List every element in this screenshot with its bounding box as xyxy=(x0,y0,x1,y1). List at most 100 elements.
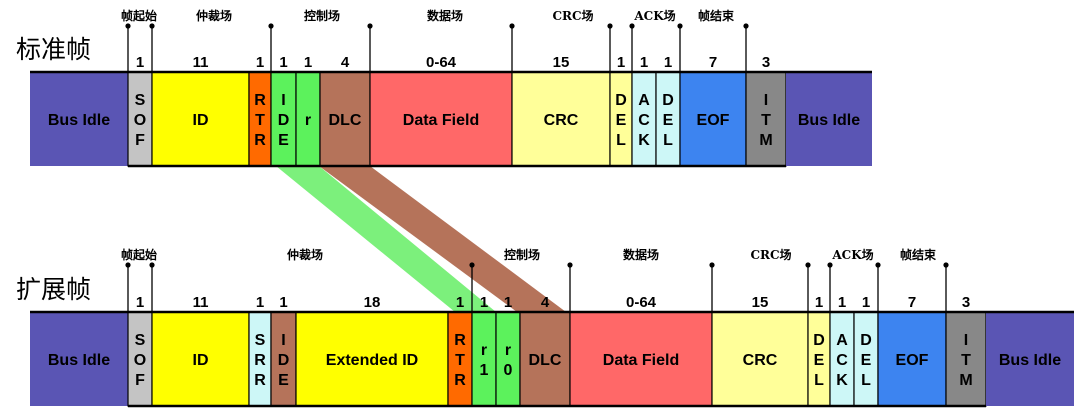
field-label-char: r xyxy=(505,342,511,359)
field-dlc: DLC xyxy=(319,71,371,167)
field-label-char: 0 xyxy=(504,362,513,379)
field-label-char: O xyxy=(134,112,146,129)
field-itm: ITM xyxy=(745,71,787,167)
extended-frame-title: 扩展帧 xyxy=(16,275,91,304)
field-label: CRC xyxy=(544,112,579,129)
field-label-char: D xyxy=(813,332,825,349)
segment-label-3: 控制场 xyxy=(504,247,540,262)
field-label-char: C xyxy=(836,352,848,369)
segment-label-1: 帧起始 xyxy=(121,8,157,23)
field-bit-count: 1 xyxy=(617,54,625,71)
segment-label-7: 帧结束 xyxy=(698,8,735,23)
field-label: EOF xyxy=(697,112,730,129)
field-label-char: E xyxy=(278,132,289,149)
field-label: DLC xyxy=(329,112,362,129)
segment-label-4: 数据场 xyxy=(623,247,659,262)
segment-stem-dot xyxy=(149,23,155,29)
segment-stem-dot xyxy=(805,262,811,268)
field-data-field: Data Field xyxy=(369,71,513,167)
field-label-char: L xyxy=(814,372,824,389)
field-label: CRC xyxy=(743,352,778,369)
field-bus-idle: Bus Idle xyxy=(30,312,128,406)
field-label-char: D xyxy=(615,92,627,109)
field-label-char: A xyxy=(638,92,650,109)
field-r: r xyxy=(295,71,321,167)
field-bit-count: 1 xyxy=(279,54,287,71)
field-label-char: F xyxy=(135,372,145,389)
field-label-char: R xyxy=(254,372,266,389)
segment-stem-dot xyxy=(567,262,573,268)
segment-stem-dot xyxy=(125,23,131,29)
segment-label-5: CRC场 xyxy=(552,9,593,23)
field-label: Data Field xyxy=(403,112,479,129)
field-r0: r0 xyxy=(495,311,521,407)
field-dlc: DLC xyxy=(519,311,571,407)
field-label-char: L xyxy=(861,372,871,389)
field-bit-count: 1 xyxy=(456,294,464,311)
segment-label-5: CRC场 xyxy=(750,248,791,262)
segment-label-2: 仲裁场 xyxy=(196,8,232,23)
field-label-char: 1 xyxy=(480,362,489,379)
field-crc: CRC xyxy=(511,71,611,167)
field-label-char: C xyxy=(638,112,650,129)
field-bit-count: 1 xyxy=(279,294,287,311)
standard-frame-title: 标准帧 xyxy=(16,35,91,64)
field-box xyxy=(679,71,747,167)
field-box xyxy=(30,312,128,406)
field-bit-count: 1 xyxy=(815,294,823,311)
segment-stem-dot xyxy=(875,262,881,268)
field-id: ID xyxy=(151,71,250,167)
segment-stem-dot xyxy=(469,262,475,268)
field-rtr: RTR xyxy=(447,311,473,407)
field-box xyxy=(30,72,128,166)
segment-stem-dot xyxy=(677,23,683,29)
field-label-char: R xyxy=(454,332,466,349)
field-bit-count: 1 xyxy=(304,54,312,71)
dlc-mapping-band xyxy=(319,166,566,312)
field-label: Bus Idle xyxy=(48,112,110,129)
field-ack: ACK xyxy=(829,311,855,407)
field-label-char: E xyxy=(278,372,289,389)
field-eof: EOF xyxy=(679,71,747,167)
field-bit-count: 1 xyxy=(136,294,144,311)
field-sof: SOF xyxy=(127,311,153,407)
field-del: DEL xyxy=(655,71,681,167)
field-box xyxy=(786,72,872,166)
field-label-char: E xyxy=(616,112,627,129)
field-bit-count: 15 xyxy=(553,54,570,71)
field-label-char: F xyxy=(135,132,145,149)
field-bit-count: 4 xyxy=(541,294,550,311)
field-bit-count: 1 xyxy=(640,54,648,71)
field-eof: EOF xyxy=(877,311,947,407)
field-label-char: K xyxy=(836,372,848,389)
field-label-char: L xyxy=(616,132,626,149)
field-label-char: T xyxy=(961,352,971,369)
field-label-char: D xyxy=(860,332,872,349)
field-box xyxy=(471,311,497,407)
field-label: ID xyxy=(193,352,209,369)
field-label-char: S xyxy=(255,332,266,349)
field-itm: ITM xyxy=(945,311,987,407)
field-box xyxy=(519,311,571,407)
segment-stem-dot xyxy=(367,23,373,29)
segment-label-3: 控制场 xyxy=(304,8,340,23)
field-label-char: M xyxy=(759,132,772,149)
field-label-char: L xyxy=(663,132,673,149)
field-box xyxy=(295,311,449,407)
field-label-char: E xyxy=(861,352,872,369)
field-bit-count: 3 xyxy=(962,294,970,311)
field-label: Extended ID xyxy=(326,352,418,369)
field-bit-count: 1 xyxy=(256,54,264,71)
field-box xyxy=(986,312,1074,406)
segment-stem-dot xyxy=(607,23,613,29)
segment-stem-dot xyxy=(943,262,949,268)
field-label: DLC xyxy=(529,352,562,369)
field-bit-count: 1 xyxy=(504,294,512,311)
field-box xyxy=(945,311,987,407)
field-label: EOF xyxy=(896,352,929,369)
field-bus-idle: Bus Idle xyxy=(30,72,128,166)
field-bit-count: 4 xyxy=(341,54,350,71)
field-bit-count: 0-64 xyxy=(426,54,457,71)
